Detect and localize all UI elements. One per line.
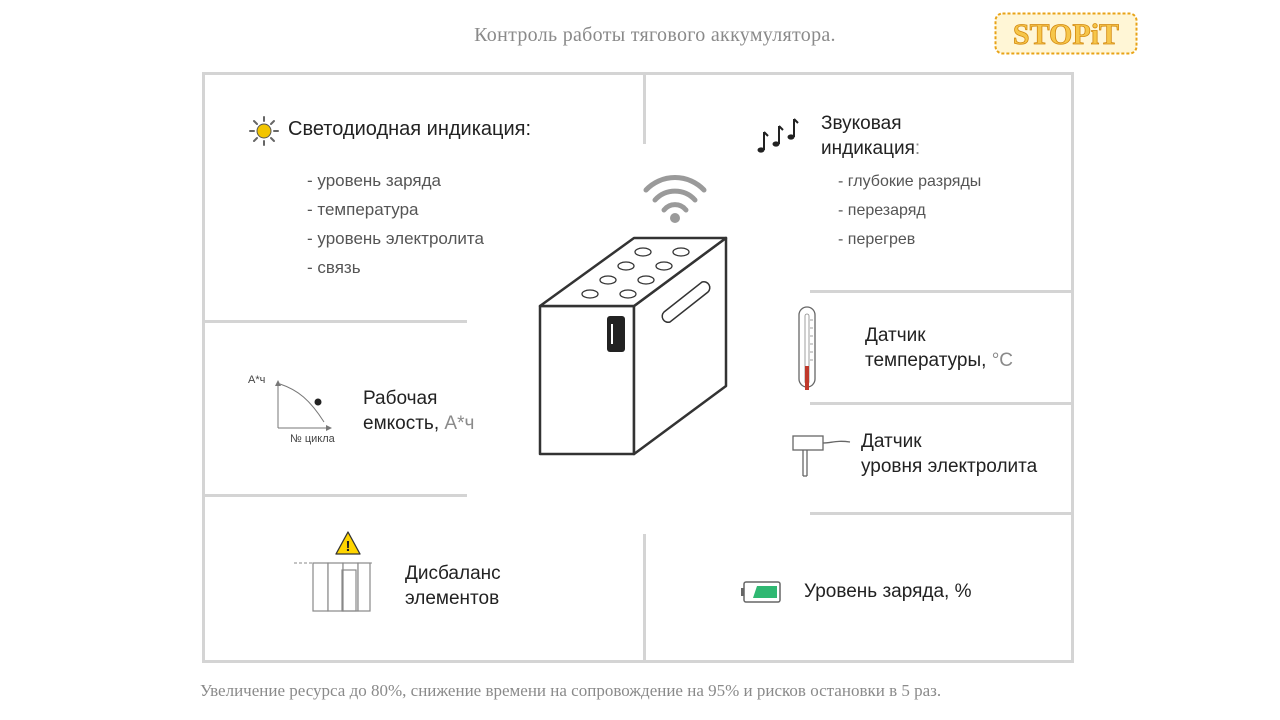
temperature-line2-text: температуры,	[865, 350, 987, 371]
electrolyte-label: Датчик уровня электролита	[861, 429, 1037, 479]
battery-illustration	[536, 234, 732, 465]
music-notes-icon	[756, 117, 804, 160]
imbalance-line2: элементов	[405, 588, 500, 609]
sound-heading: Звуковая индикация:	[821, 111, 920, 161]
electrolyte-sensor-icon	[792, 434, 854, 485]
capacity-line2: емкость, А*ч	[363, 411, 474, 436]
sun-icon	[249, 116, 279, 151]
electrolyte-line1: Датчик	[861, 431, 922, 452]
temperature-line2: температуры, °C	[865, 348, 1013, 373]
warning-glyph: !	[346, 538, 351, 555]
capacity-line2-text: емкость,	[363, 413, 440, 434]
sound-list: - глубокие разряды - перезаряд - перегре…	[838, 167, 981, 254]
sound-heading-word: индикация	[821, 138, 915, 159]
led-item-charge: - уровень заряда	[307, 171, 441, 190]
temperature-unit: °C	[991, 350, 1014, 371]
temperature-line1: Датчик	[865, 325, 926, 346]
capacity-label: Рабочая емкость, А*ч	[363, 386, 474, 436]
imbalance-label: Дисбаланс элементов	[405, 561, 501, 611]
capacity-graph-icon: А*ч № цикла	[248, 372, 348, 451]
divider-right-2	[810, 402, 1074, 405]
footer-note: Увеличение ресурса до 80%, снижение врем…	[200, 681, 942, 700]
divider-top-center	[643, 72, 646, 144]
capacity-unit: А*ч	[444, 413, 475, 434]
electrolyte-line2: уровня электролита	[861, 456, 1038, 477]
sound-item-overcharge: - перезаряд	[838, 202, 926, 219]
wifi-icon	[642, 170, 708, 231]
sound-item-deep-discharge: - глубокие разряды	[838, 173, 982, 190]
sound-heading-line1: Звуковая	[821, 113, 902, 134]
battery-charge-icon	[741, 580, 783, 609]
temperature-label: Датчик температуры, °C	[865, 323, 1013, 373]
led-item-temperature: - температура	[307, 200, 419, 219]
warning-icon	[335, 531, 361, 555]
page-title: Контроль работы тягового аккумулятора.	[474, 24, 836, 46]
imbalance-line1: Дисбаланс	[405, 563, 501, 584]
graph-y-label: А*ч	[248, 374, 265, 386]
led-item-electrolyte: - уровень электролита	[307, 229, 484, 248]
capacity-line1: Рабочая	[363, 388, 438, 409]
charge-label: Уровень заряда, %	[804, 581, 972, 602]
sound-heading-colon: :	[914, 138, 921, 159]
stopit-logo: STOPiT	[994, 12, 1138, 55]
divider-right-1	[810, 290, 1074, 293]
graph-x-label: № цикла	[290, 433, 336, 445]
divider-right-3	[810, 512, 1074, 515]
thermometer-icon	[796, 306, 818, 397]
led-heading: Светодиодная индикация:	[288, 118, 532, 140]
led-item-connection: - связь	[307, 258, 361, 277]
divider-left-1	[202, 320, 467, 323]
diagram-frame	[202, 72, 1074, 663]
led-list: - уровень заряда - температура - уровень…	[307, 166, 484, 282]
divider-bottom-center	[643, 534, 646, 663]
sound-item-overheat: - перегрев	[838, 231, 916, 248]
logo-text: STOPiT	[1013, 18, 1119, 51]
cell-imbalance-icon: !	[292, 530, 372, 619]
sound-heading-line2: индикация:	[821, 136, 920, 161]
divider-left-2	[202, 494, 467, 497]
